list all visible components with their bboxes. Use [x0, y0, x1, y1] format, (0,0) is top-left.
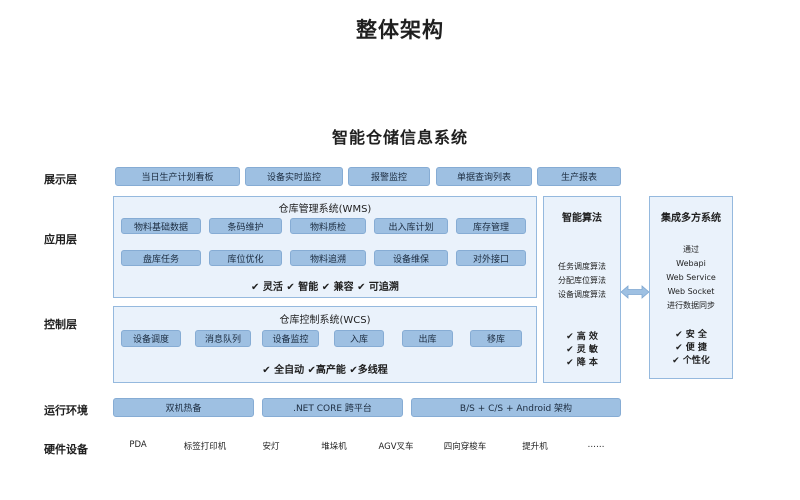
algo-title: 智能算法	[562, 213, 602, 224]
layer-label-display: 展示层	[44, 173, 77, 186]
bidirectional-arrow-icon	[621, 285, 649, 299]
algo-check: ✔ 高 效	[566, 332, 598, 342]
layer-label-application: 应用层	[44, 233, 77, 246]
integration-item: 进行数据同步	[667, 301, 715, 310]
hardware-item: 提升机	[522, 442, 548, 452]
integration-item: Webapi	[676, 259, 706, 268]
hardware-item: 堆垛机	[321, 442, 347, 452]
system-subtitle: 智能仓储信息系统	[331, 128, 468, 147]
wms-module: 出入库计划	[374, 218, 448, 234]
wcs-features: ✔ 全自动 ✔高产能 ✔多线程	[262, 365, 388, 376]
hardware-item: 标签打印机	[183, 442, 227, 452]
layer-label-control: 控制层	[44, 318, 77, 331]
algo-item: 分配库位算法	[558, 276, 606, 285]
display-item: 报警监控	[348, 167, 430, 186]
display-item: 单据查询列表	[436, 167, 532, 186]
runtime-item: 双机热备	[113, 398, 254, 417]
wms-module: 物料质检	[290, 218, 366, 234]
wcs-module: 出库	[402, 330, 453, 347]
algo-item: 设备调度算法	[558, 290, 606, 299]
layer-label-runtime: 运行环境	[44, 404, 88, 417]
hardware-item: ……	[587, 440, 605, 450]
wms-module: 设备维保	[374, 250, 448, 266]
wcs-module: 设备监控	[262, 330, 319, 347]
algo-check: ✔ 降 本	[566, 358, 598, 368]
hardware-item: AGV叉车	[378, 442, 414, 452]
algo-check: ✔ 灵 敏	[566, 345, 598, 355]
integration-item: 通过	[683, 245, 699, 254]
wms-title: 仓库管理系统(WMS)	[278, 204, 372, 215]
wms-module: 盘库任务	[121, 250, 201, 266]
wms-module: 物料基础数据	[121, 218, 201, 234]
wcs-module: 消息队列	[195, 330, 251, 347]
wms-module: 对外接口	[456, 250, 526, 266]
hardware-item: 四向穿梭车	[443, 442, 487, 452]
page-title: 整体架构	[356, 18, 444, 42]
wcs-module: 移库	[470, 330, 522, 347]
integration-panel	[649, 196, 733, 379]
algo-panel	[543, 196, 621, 383]
runtime-item: .NET CORE 跨平台	[262, 398, 403, 417]
display-item: 设备实时监控	[245, 167, 343, 186]
wcs-panel	[113, 306, 537, 383]
wms-features: ✔ 灵活 ✔ 智能 ✔ 兼容 ✔ 可追溯	[251, 282, 399, 293]
wms-panel	[113, 196, 537, 298]
wcs-module: 设备调度	[121, 330, 181, 347]
wms-module: 库存管理	[456, 218, 526, 234]
runtime-item: B/S + C/S + Android 架构	[411, 398, 621, 417]
wcs-title: 仓库控制系统(WCS)	[279, 315, 371, 326]
display-item: 当日生产计划看板	[115, 167, 240, 186]
wms-module: 物料追溯	[290, 250, 366, 266]
integration-check: ✔ 个性化	[672, 356, 710, 366]
integration-check: ✔ 安 全	[675, 330, 707, 340]
wms-module: 条码维护	[209, 218, 282, 234]
hardware-item: 安灯	[262, 442, 280, 452]
wcs-module: 入库	[334, 330, 384, 347]
hardware-item: PDA	[129, 440, 147, 450]
wms-module: 库位优化	[209, 250, 282, 266]
layer-label-hardware: 硬件设备	[44, 443, 88, 456]
integration-check: ✔ 便 捷	[675, 343, 707, 353]
algo-item: 任务调度算法	[558, 262, 606, 271]
integration-item: Web Socket	[667, 287, 715, 296]
integration-title: 集成多方系统	[661, 213, 721, 224]
display-item: 生产报表	[537, 167, 621, 186]
integration-item: Web Service	[666, 273, 716, 282]
